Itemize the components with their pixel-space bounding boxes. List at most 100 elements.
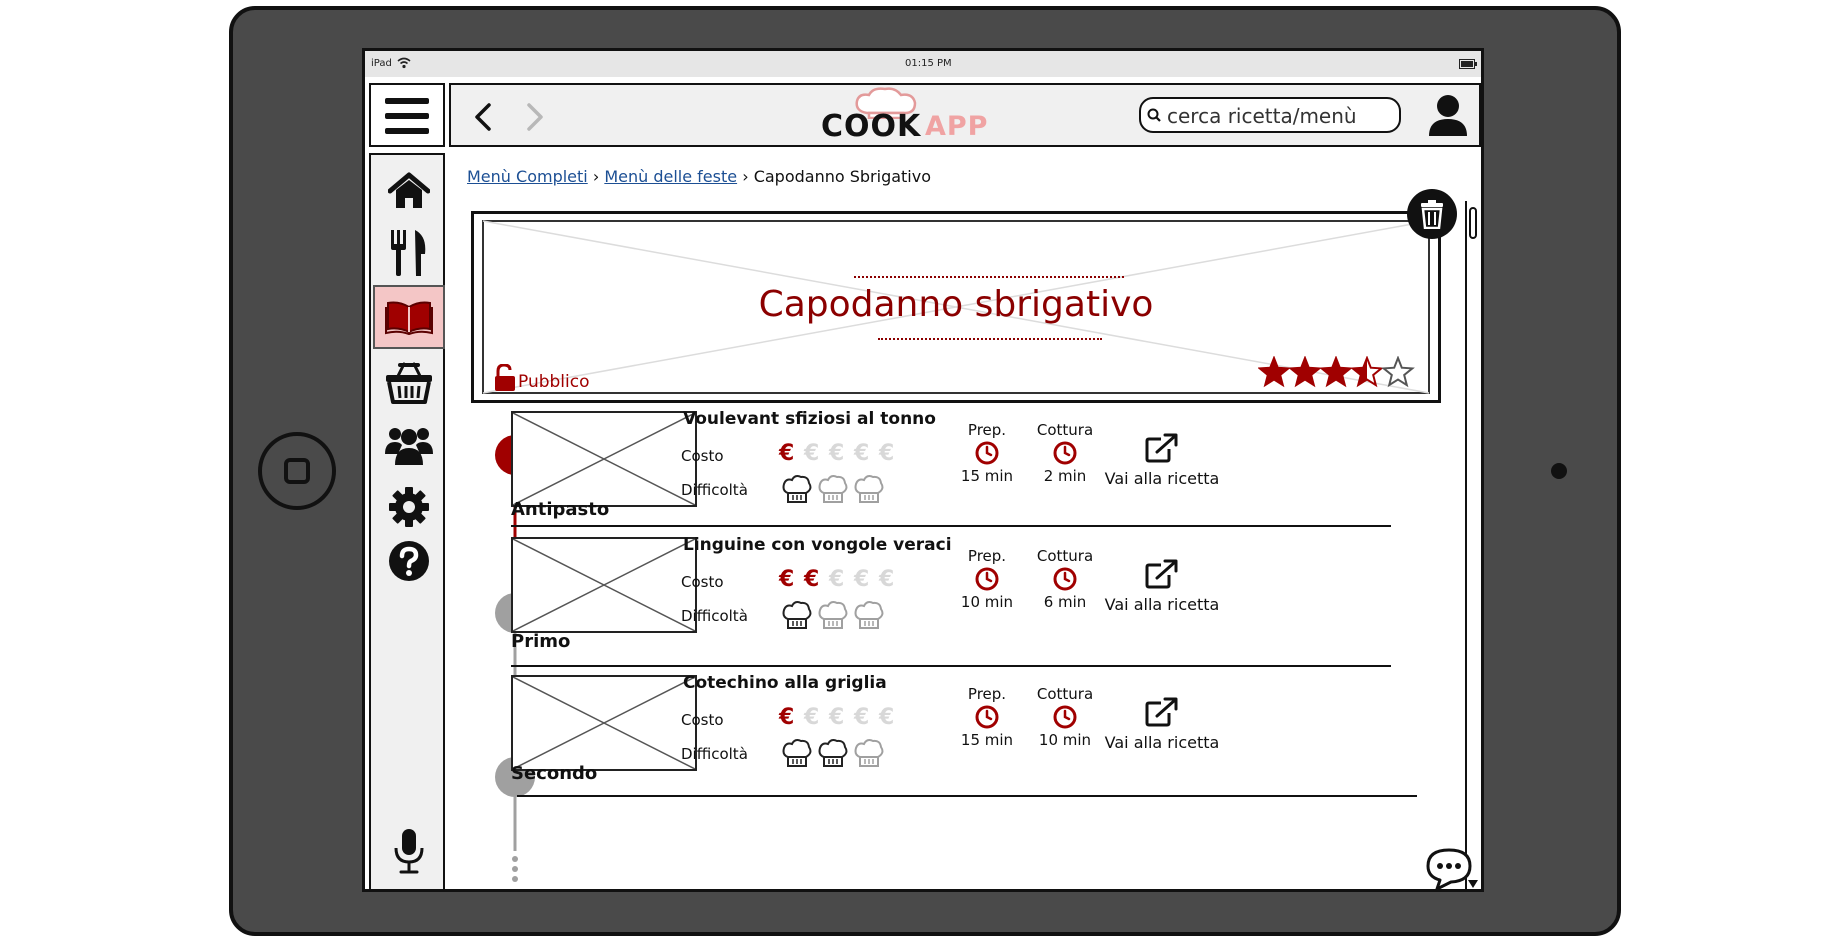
logo-cook-text: COOK <box>821 109 922 144</box>
recipe-name: Linguine con vongole veraci <box>683 535 952 555</box>
rating-star-icon[interactable] <box>1319 355 1353 388</box>
cost-euro-icon: € <box>779 567 795 592</box>
row-divider <box>511 525 1391 527</box>
cost-euro-icon: € <box>829 441 845 466</box>
chef-hat-icon <box>854 601 884 629</box>
help-icon <box>389 541 429 581</box>
title-decor-bottom <box>878 338 1102 340</box>
menu-banner: Capodanno sbrigativo Pubblico <box>471 211 1441 403</box>
clock-time: 01:15 PM <box>905 58 952 69</box>
prep-time: 15 min <box>960 467 1014 485</box>
home-icon <box>388 172 430 208</box>
external-link-icon <box>1145 697 1178 727</box>
difficulty-label: Difficoltà <box>681 745 748 763</box>
app-logo[interactable]: COOK APP <box>817 85 997 145</box>
menu-icon <box>385 98 429 134</box>
wifi-icon <box>397 57 411 69</box>
cook-label: Cottura <box>1036 547 1094 565</box>
external-link-icon <box>1145 559 1178 589</box>
cost-label: Costo <box>681 573 724 591</box>
back-icon[interactable] <box>473 103 493 131</box>
cost-euro-icon: € <box>779 705 795 730</box>
user-icon[interactable] <box>1427 93 1469 137</box>
app-header: COOK APP <box>449 83 1481 147</box>
cook-time: 2 min <box>1043 467 1087 485</box>
cost-euro-icon: € <box>854 567 870 592</box>
delete-menu-button[interactable] <box>1407 189 1457 239</box>
cost-euro-icon: € <box>804 441 820 466</box>
chef-hat-icon <box>818 739 848 767</box>
cost-euro-icon: € <box>879 705 895 730</box>
breadcrumb-current: Capodanno Sbrigativo <box>753 167 931 186</box>
users-icon <box>385 428 433 465</box>
screen: iPad 01:15 PM <box>362 48 1484 892</box>
rating-star-icon[interactable] <box>1257 355 1291 388</box>
sidebar-item-help[interactable] <box>373 529 445 593</box>
open-recipe-label: Vai alla ricetta <box>1104 595 1220 614</box>
cost-euro-icon: € <box>854 441 870 466</box>
prep-label: Prep. <box>967 685 1007 703</box>
sidebar-item-recipes[interactable] <box>373 221 445 285</box>
course-label: Secondo <box>511 763 598 784</box>
rating-star-icon[interactable] <box>1350 355 1384 388</box>
breadcrumb-separator: › <box>592 167 600 186</box>
sidebar-item-menus[interactable] <box>373 285 445 349</box>
clock-icon <box>1053 441 1077 465</box>
rating-star-icon[interactable] <box>1288 355 1322 388</box>
status-bar: iPad 01:15 PM <box>365 51 1481 77</box>
forward-icon[interactable] <box>525 103 545 131</box>
chef-hat-logo-icon <box>855 87 917 119</box>
sidebar-item-shopping[interactable] <box>373 351 445 415</box>
prep-label: Prep. <box>967 547 1007 565</box>
breadcrumb: Menù Completi › Menù delle feste › Capod… <box>467 167 931 186</box>
voice-search-button[interactable] <box>373 819 445 883</box>
breadcrumb-separator: › <box>742 167 749 186</box>
rating-stars[interactable] <box>1257 355 1418 390</box>
visibility-toggle[interactable]: Pubblico <box>494 364 590 392</box>
clock-icon <box>1053 705 1077 729</box>
sidebar-item-home[interactable] <box>373 159 445 223</box>
visibility-label: Pubblico <box>518 372 590 392</box>
cutlery-icon <box>391 230 426 276</box>
breadcrumb-link-complete-menus[interactable]: Menù Completi <box>467 167 588 186</box>
chat-icon[interactable] <box>1425 847 1473 891</box>
chef-hat-icon <box>854 475 884 503</box>
cost-euro-icon: € <box>829 567 845 592</box>
clock-icon <box>975 441 999 465</box>
menu-title: Capodanno sbrigativo <box>758 284 1154 325</box>
home-button[interactable] <box>258 432 336 510</box>
logo-app-text: APP <box>925 111 989 142</box>
chef-hat-icon <box>782 475 812 503</box>
recipe-thumbnail[interactable] <box>511 537 697 633</box>
recipe-thumbnail[interactable] <box>511 411 697 507</box>
camera-dot <box>1551 463 1567 479</box>
cost-euro-icon: € <box>804 567 820 592</box>
open-recipe-link[interactable]: Vai alla ricetta <box>1097 689 1227 759</box>
sidebar-item-settings[interactable] <box>373 475 445 539</box>
breadcrumb-link-holiday-menus[interactable]: Menù delle feste <box>604 167 738 186</box>
search-box[interactable] <box>1139 97 1401 133</box>
clock-icon <box>975 705 999 729</box>
rating-star-icon[interactable] <box>1381 355 1415 388</box>
gear-icon <box>389 487 429 527</box>
chef-hat-icon <box>818 475 848 503</box>
scrollbar[interactable] <box>1465 201 1481 889</box>
search-input[interactable] <box>1165 102 1397 130</box>
course-label: Primo <box>511 631 571 652</box>
chef-hat-icon <box>782 739 812 767</box>
difficulty-label: Difficoltà <box>681 481 748 499</box>
book-icon <box>385 301 433 335</box>
sidebar-item-community[interactable] <box>373 413 445 477</box>
open-recipe-link[interactable]: Vai alla ricetta <box>1097 551 1227 621</box>
title-decor-top <box>854 276 1124 278</box>
cost-euro-icon: € <box>779 441 795 466</box>
difficulty-label: Difficoltà <box>681 607 748 625</box>
basket-icon <box>386 362 432 404</box>
cook-time: 6 min <box>1043 593 1087 611</box>
chef-hat-icon <box>782 601 812 629</box>
cost-euro-icon: € <box>804 705 820 730</box>
recipe-thumbnail[interactable] <box>511 675 697 771</box>
cost-label: Costo <box>681 447 724 465</box>
open-recipe-link[interactable]: Vai alla ricetta <box>1097 425 1227 495</box>
menu-button[interactable] <box>369 83 445 147</box>
